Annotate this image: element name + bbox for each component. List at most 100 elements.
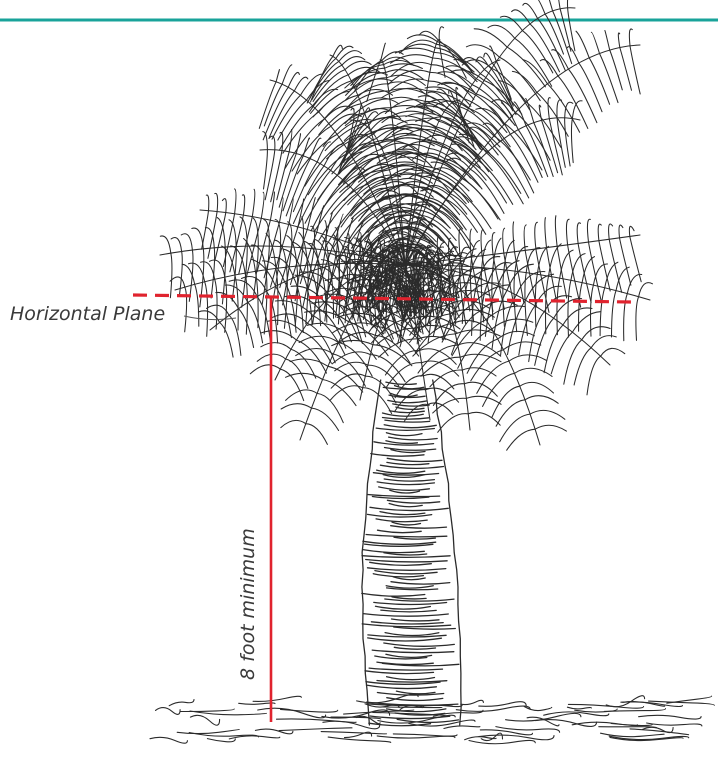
- trunk-hatch: [394, 647, 435, 649]
- leaflet: [557, 100, 562, 118]
- leaflet: [215, 279, 217, 329]
- trunk-hatch: [363, 550, 424, 553]
- trunk-hatch: [377, 482, 434, 485]
- trunk-hatch: [370, 562, 432, 565]
- leaflet: [629, 226, 634, 236]
- leaflet: [181, 234, 192, 250]
- leaflet: [587, 356, 601, 395]
- leaflet: [208, 212, 217, 259]
- trunk-hatch: [363, 614, 448, 617]
- trunk-hatch: [389, 437, 438, 440]
- leaflet: [388, 79, 428, 93]
- leaflet: [242, 195, 244, 215]
- leaflet: [601, 348, 625, 356]
- trunk-hatch: [384, 643, 455, 646]
- leaflet: [565, 102, 573, 118]
- leaflet: [535, 0, 545, 14]
- leaflet: [589, 58, 609, 105]
- trunk-hatch: [367, 685, 437, 688]
- ground-stroke: [207, 739, 235, 742]
- leaflet: [547, 248, 557, 299]
- trunk-hatch: [388, 400, 427, 402]
- leaflet: [539, 105, 541, 120]
- trunk-hatch: [371, 454, 424, 457]
- trunk-edge-right: [433, 380, 461, 725]
- leaflet: [171, 238, 182, 252]
- leaflet: [296, 134, 300, 154]
- leaflet: [545, 218, 547, 248]
- trunk-hatch: [385, 633, 439, 636]
- trunk-hatch: [370, 507, 448, 510]
- leaflet: [259, 82, 276, 129]
- leaflet: [341, 196, 374, 227]
- leaflet: [271, 225, 289, 288]
- ground-stroke: [479, 702, 526, 707]
- leaflet: [357, 103, 361, 121]
- leaflet: [433, 384, 464, 406]
- leaflet: [571, 119, 573, 163]
- leaflet: [598, 224, 601, 241]
- leaflet: [619, 225, 623, 238]
- trunk-hatch: [387, 500, 439, 503]
- ground-stroke: [229, 736, 280, 739]
- leaflet: [582, 327, 610, 340]
- trunk-hatch: [376, 428, 434, 430]
- palm-tree-illustration: [150, 0, 714, 744]
- leaflet: [526, 274, 554, 300]
- trunk-hatch: [386, 441, 418, 444]
- leaflet: [289, 198, 294, 225]
- leaflet: [296, 340, 326, 373]
- ground-stroke: [150, 737, 187, 743]
- trunk-hatch: [377, 470, 425, 473]
- trunk-hatch: [381, 610, 436, 612]
- leaflet: [520, 382, 554, 393]
- leaflet: [195, 284, 199, 326]
- trunk-hatch: [392, 597, 426, 599]
- leaflet: [476, 108, 505, 123]
- ground-stroke: [156, 708, 181, 715]
- leaflet: [460, 354, 501, 361]
- leaflet: [620, 48, 632, 91]
- trunk-hatch: [374, 602, 447, 604]
- trunk-hatch: [368, 638, 442, 641]
- leaflet: [582, 257, 594, 283]
- leaflet: [636, 297, 639, 341]
- leaflet: [599, 241, 610, 291]
- leaflet: [179, 251, 182, 296]
- trunk-hatch: [391, 526, 447, 528]
- ground-stroke: [567, 707, 591, 709]
- leaflet: [568, 245, 581, 307]
- ground-stroke: [190, 715, 219, 725]
- trunk-hatch: [386, 382, 416, 384]
- leaflet: [509, 355, 547, 361]
- leaflet: [261, 192, 264, 218]
- ground-stroke: [382, 707, 442, 708]
- palm-trunk: [362, 380, 461, 726]
- trunk-hatch: [385, 420, 430, 422]
- leaflet: [264, 150, 268, 189]
- leaflet: [192, 228, 204, 249]
- ground-stroke: [328, 737, 391, 742]
- trunk-hatch: [363, 541, 436, 544]
- leaflet: [170, 277, 185, 287]
- trunk-hatch: [369, 668, 442, 670]
- leaflet: [235, 189, 236, 214]
- trunk-hatch: [379, 487, 430, 490]
- leaflet: [261, 343, 291, 350]
- trunk-hatch: [384, 425, 436, 428]
- leaflet: [306, 265, 308, 324]
- leaflet: [579, 63, 602, 112]
- leaflet: [439, 27, 443, 40]
- trunk-hatch: [376, 519, 427, 522]
- leaflet: [629, 29, 632, 46]
- leaflet: [535, 222, 538, 249]
- leaflet: [515, 368, 553, 376]
- leaflet: [319, 95, 358, 126]
- leaflet: [522, 31, 552, 73]
- leaflet: [484, 81, 522, 115]
- leaflet: [530, 410, 565, 419]
- leaflet: [250, 365, 280, 374]
- leaflet: [507, 429, 535, 450]
- leaflet: [276, 70, 279, 82]
- leaflet: [419, 31, 438, 40]
